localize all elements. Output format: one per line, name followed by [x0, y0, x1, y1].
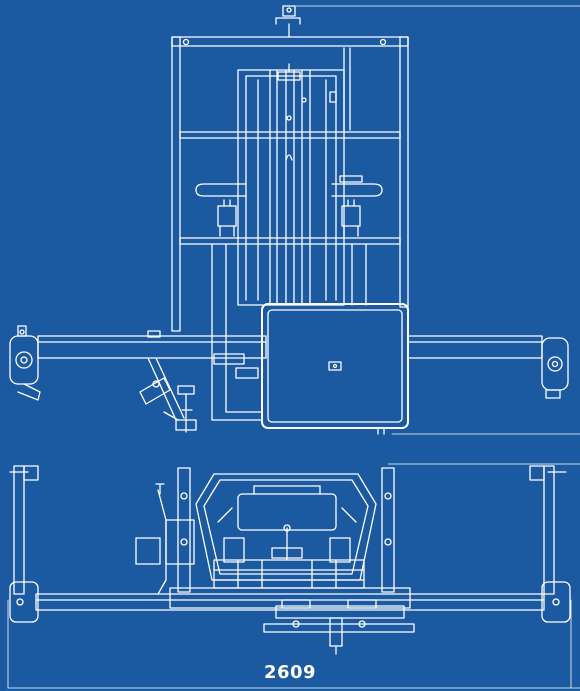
- front-view: [9, 5, 580, 435]
- central-target-panel: [261, 303, 409, 435]
- top-view-leader-lines: [7, 463, 580, 689]
- right-clamp-head: [541, 337, 569, 399]
- dimension-leader-lines: [295, 5, 580, 435]
- base-target-plate: [263, 599, 415, 655]
- lower-mechanism: [139, 329, 263, 433]
- side-posts: [9, 465, 567, 595]
- central-carriage: [177, 467, 395, 593]
- left-clamp-head: [9, 325, 41, 401]
- overall-width-dimension: 2609: [263, 662, 317, 683]
- horizontal-crossbar: [37, 330, 543, 359]
- lift-handle: [275, 5, 301, 38]
- column-frame: [171, 36, 409, 332]
- left-bracket: [135, 483, 195, 595]
- top-view: [7, 463, 580, 689]
